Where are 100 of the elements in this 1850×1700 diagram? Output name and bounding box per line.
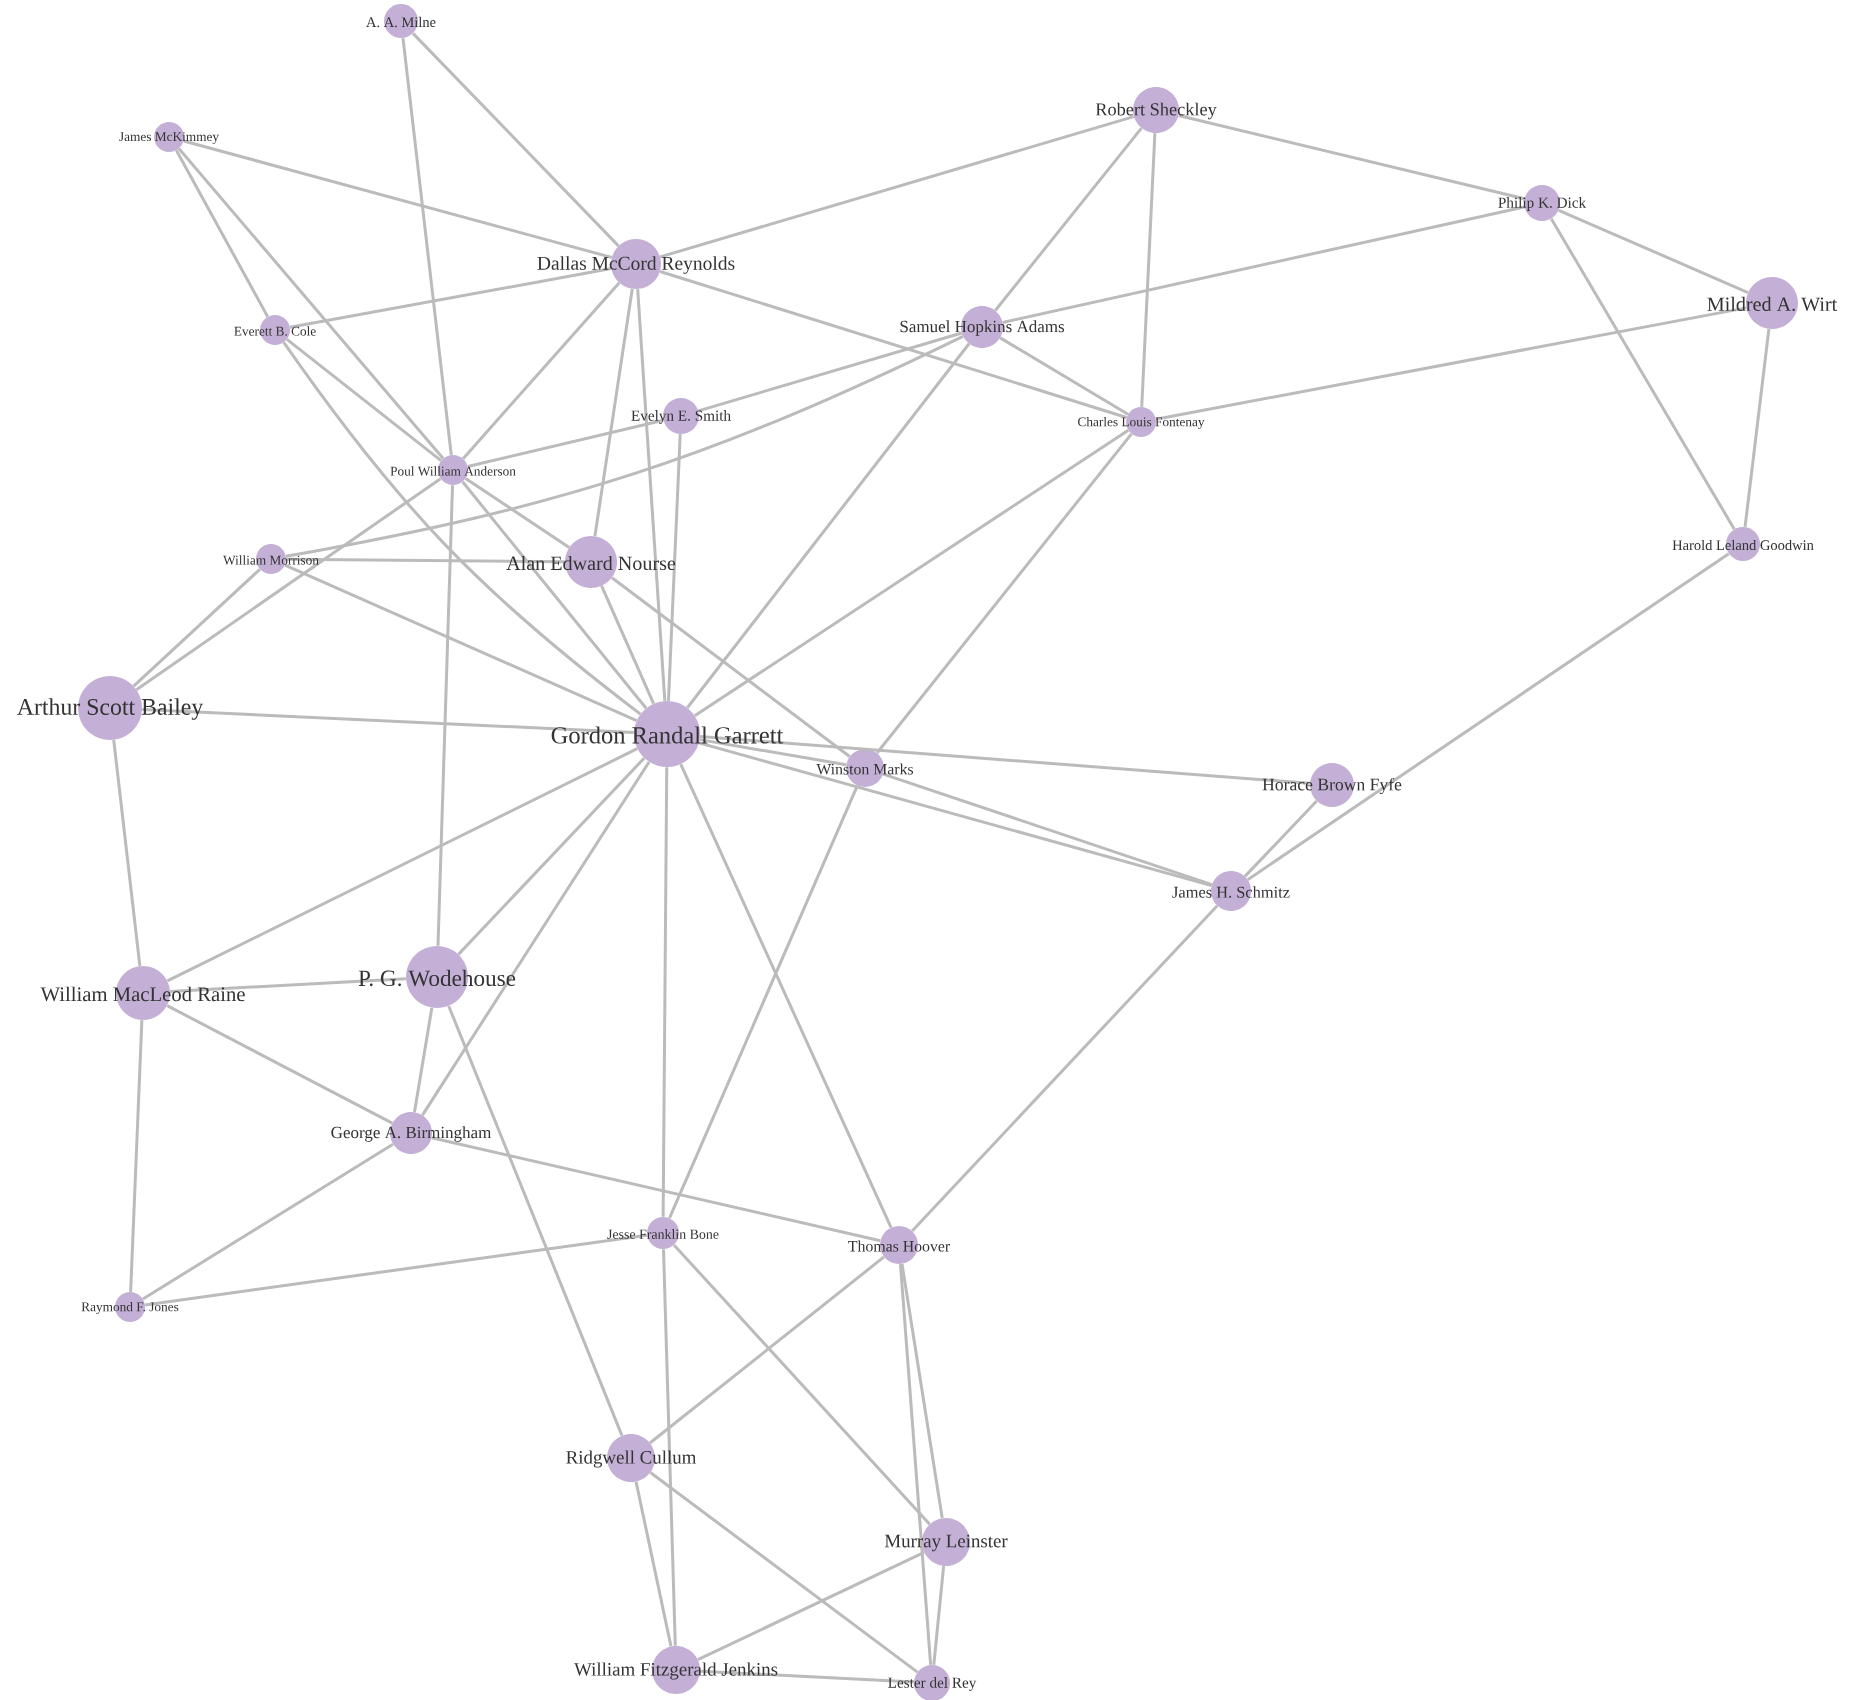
connector-line	[177, 147, 445, 460]
connector-line	[697, 1551, 925, 1661]
author-name: Horace Brown Fyfe	[1262, 777, 1402, 795]
connector-line	[464, 477, 571, 549]
connector-line	[129, 1020, 144, 1292]
connector-line	[166, 1004, 393, 1125]
connector-line	[662, 1249, 677, 1646]
author-name: Gordon Randall Garrett	[551, 726, 784, 744]
connector-line	[431, 1136, 881, 1243]
connector-line	[900, 1263, 944, 1519]
author-name: James H. Schmitz	[1172, 886, 1290, 898]
connector-line	[286, 557, 565, 564]
connector-line	[698, 741, 1212, 888]
connector-line	[875, 432, 1133, 754]
connector-line	[661, 767, 669, 1217]
connector-line	[693, 429, 1130, 717]
connector-line	[898, 1264, 933, 1665]
author-name: Poul William Anderson	[390, 466, 516, 476]
author-name: Alan Edward Nourse	[506, 555, 676, 571]
connector-line	[467, 418, 664, 468]
author-name: Arthur Scott Bailey	[17, 698, 204, 720]
connector-line	[700, 1669, 914, 1684]
connector-line	[699, 738, 847, 767]
connector-line	[882, 772, 1213, 886]
connector-line	[132, 568, 261, 688]
author-name: William MacLeod Raine	[40, 986, 245, 1002]
connector-line	[593, 288, 634, 537]
connector-line	[401, 37, 453, 456]
author-name: Philip K. Dick	[1498, 197, 1587, 211]
connector-line	[286, 338, 442, 462]
connector-line	[994, 127, 1143, 312]
author-name: Ridgwell Cullum	[566, 1450, 697, 1468]
connector-line	[668, 785, 859, 1219]
connector-line	[679, 763, 893, 1229]
connector-line	[634, 1481, 673, 1647]
author-name: William Fitzgerald Jenkins	[574, 1662, 778, 1680]
connector-line	[611, 576, 851, 758]
connector-line	[142, 708, 634, 734]
author-name: Evelyn E. Smith	[631, 410, 731, 424]
connector-line	[282, 341, 642, 716]
author-name: A. A. Milne	[366, 16, 436, 28]
connector-line	[1002, 205, 1525, 324]
author-name: George A. Birmingham	[331, 1126, 492, 1142]
connector-line	[649, 1255, 885, 1445]
connector-line	[649, 1471, 919, 1674]
connector-line	[1558, 208, 1749, 294]
connector-line	[447, 1005, 624, 1437]
connector-line	[999, 336, 1129, 416]
connector-line	[698, 331, 963, 413]
author-name: Lester del Rey	[888, 1677, 977, 1691]
connector-line	[112, 739, 142, 967]
connector-line	[1549, 217, 1736, 530]
connector-line	[421, 761, 651, 1116]
author-name: James McKimmey	[119, 132, 219, 144]
author-name: William Morrison	[223, 555, 319, 565]
connector-line	[600, 585, 655, 705]
connector-line	[1246, 552, 1730, 881]
connector-line	[285, 334, 964, 558]
connector-line	[700, 735, 1310, 785]
author-name: Murray Leinster	[884, 1534, 1008, 1552]
connector-line	[672, 1243, 931, 1526]
connector-line	[436, 485, 455, 946]
connector-line	[1155, 306, 1747, 421]
author-circle	[78, 676, 142, 740]
author-name: Harold Leland Goodwin	[1672, 539, 1814, 551]
connector-line	[175, 149, 269, 318]
connector-line	[462, 281, 621, 460]
connector-line	[457, 757, 646, 956]
author-name: Mildred A. Wirt	[1707, 296, 1838, 312]
author-name: Everett B. Cole	[234, 326, 316, 336]
connector-line	[636, 289, 667, 701]
author-name: P. G. Wodehouse	[358, 969, 516, 987]
connector-line	[170, 977, 406, 994]
author-name: Jesse Franklin Bone	[607, 1229, 719, 1239]
connector-line	[413, 1007, 434, 1113]
connector-line	[666, 434, 682, 701]
connector-line	[1243, 800, 1318, 878]
connector-line	[659, 115, 1135, 259]
author-name: Charles Louis Fontenay	[1078, 416, 1205, 430]
connector-line	[911, 904, 1219, 1233]
connector-line	[686, 342, 971, 709]
connector-line	[1178, 113, 1525, 201]
connector-line	[932, 1565, 946, 1666]
author-name: Robert Sheckley	[1095, 102, 1217, 120]
connector-line	[411, 32, 620, 247]
connector-line	[142, 1142, 394, 1301]
connector-line	[461, 480, 648, 710]
author-name: Thomas Hoover	[848, 1240, 950, 1252]
author-name: Winston Marks	[816, 763, 914, 775]
author-name: Dallas McCord Reynolds	[537, 256, 735, 274]
author-name: Raymond F. Jones	[81, 1301, 179, 1315]
connector-line	[289, 267, 612, 329]
connector-line	[135, 477, 442, 691]
connector-line	[183, 139, 613, 259]
connector-line	[659, 270, 1127, 419]
connector-line	[166, 747, 638, 983]
author-name: Samuel Hopkins Adams	[900, 320, 1065, 336]
connector-line	[144, 1233, 648, 1307]
connector-line	[284, 563, 638, 722]
connector-line	[1743, 328, 1771, 528]
